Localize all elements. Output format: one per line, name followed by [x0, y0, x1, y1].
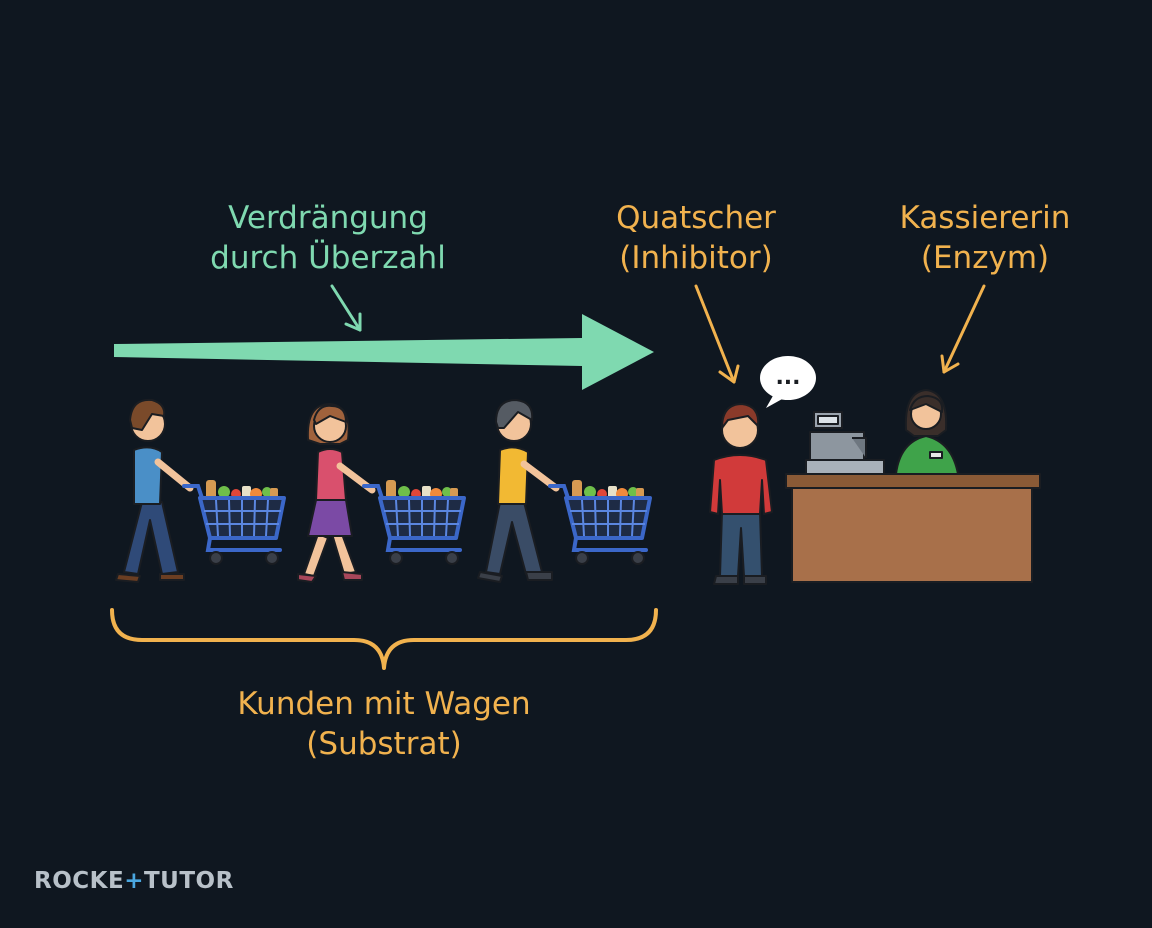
quatscher-pointer	[694, 284, 740, 384]
speech-bubble-text: ...	[775, 365, 800, 390]
speech-bubble-icon: ...	[760, 356, 816, 408]
customers-brace	[110, 608, 658, 670]
kassiererin-pointer	[940, 284, 986, 374]
brand-left: ROCKE	[34, 868, 125, 894]
brand-right: TUTOR	[143, 868, 234, 894]
label-quatscher: Quatscher (Inhibitor)	[586, 198, 806, 278]
label-kunden: Kunden mit Wagen (Substrat)	[204, 684, 564, 764]
customer-1	[115, 398, 194, 583]
label-verdraengung-line1: Verdrängung	[228, 200, 428, 236]
customer-3	[477, 399, 560, 583]
checkout-counter	[785, 473, 1041, 583]
label-quatscher-line1: Quatscher	[616, 200, 776, 236]
shopping-cart-icon	[182, 478, 286, 566]
brand-logo: ROCKE+TUTOR	[34, 868, 234, 894]
label-verdraengung: Verdrängung durch Überzahl	[168, 198, 488, 278]
label-kassiererin-line2: (Enzym)	[920, 240, 1050, 276]
cashier-person	[895, 389, 959, 475]
shopping-cart-icon	[362, 478, 466, 566]
label-quatscher-line2: (Inhibitor)	[619, 240, 773, 276]
quatscher-person	[709, 403, 773, 585]
label-kassiererin: Kassiererin (Enzym)	[880, 198, 1090, 278]
cash-register-icon	[805, 411, 885, 475]
brand-plus: +	[124, 868, 144, 894]
shopping-cart-icon	[548, 478, 652, 566]
displacement-arrow	[114, 314, 654, 390]
customer-2	[297, 403, 376, 583]
label-kunden-line1: Kunden mit Wagen	[237, 686, 531, 722]
label-kunden-line2: (Substrat)	[306, 726, 462, 762]
label-verdraengung-line2: durch Überzahl	[210, 240, 446, 276]
verdraengung-pointer	[330, 284, 362, 332]
label-kassiererin-line1: Kassiererin	[899, 200, 1071, 236]
